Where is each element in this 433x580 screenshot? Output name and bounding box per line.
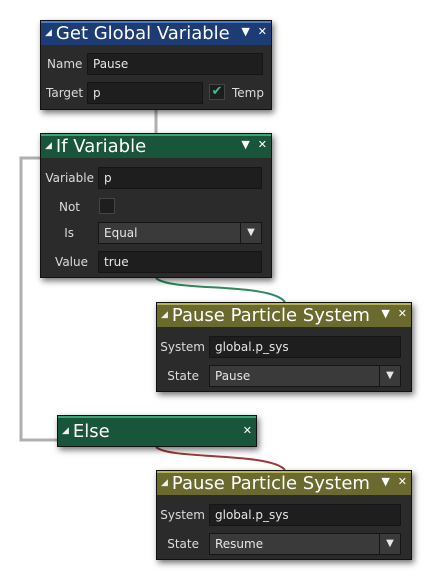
close-icon[interactable]: ✕ [397,307,407,320]
collapse-icon[interactable]: ◢ [45,141,52,151]
dropdown-arrow-icon[interactable]: ▼ [240,223,261,243]
not-checkbox[interactable] [99,198,115,214]
pause-particle-system-node-2[interactable]: ◢ Pause Particle System ▼ ✕ System globa… [156,470,412,560]
state-dropdown-value: Pause [215,369,251,383]
if-variable-node[interactable]: ◢ If Variable ▼ ✕ Variable p Not Is Equa… [40,133,272,278]
temp-checkbox[interactable]: ✔ [209,84,225,100]
value-field[interactable]: true [98,251,262,273]
name-field[interactable]: Pause [87,53,263,75]
temp-label: Temp [232,86,264,100]
state-dropdown[interactable]: Pause ▼ [209,365,401,387]
target-field[interactable]: p [87,82,203,104]
is-dropdown[interactable]: Equal ▼ [98,222,262,244]
node-title: Else [72,420,110,442]
pause-particle-system-node-1[interactable]: ◢ Pause Particle System ▼ ✕ System globa… [156,302,412,392]
node-header[interactable]: ◢ Else ✕ [58,416,256,446]
collapse-icon[interactable]: ◢ [62,426,69,436]
node-title: Get Global Variable [55,22,230,44]
menu-icon[interactable]: ▼ [381,307,390,320]
menu-icon[interactable]: ▼ [381,475,390,488]
collapse-icon[interactable]: ◢ [161,310,168,320]
node-header[interactable]: ◢ Pause Particle System ▼ ✕ [157,303,411,327]
get-global-variable-node[interactable]: ◢ Get Global Variable ▼ ✕ Name Pause Tar… [40,20,272,110]
wire-else-to-pause2 [155,446,286,471]
variable-field[interactable]: p [98,167,262,189]
close-icon[interactable]: ✕ [242,424,252,437]
system-label: System [160,340,205,354]
dropdown-arrow-icon[interactable]: ▼ [379,366,400,386]
dropdown-arrow-icon[interactable]: ▼ [379,534,400,554]
state-dropdown-value: Resume [215,537,264,551]
state-label: State [167,369,199,383]
not-label: Not [58,200,80,214]
close-icon[interactable]: ✕ [257,25,267,38]
is-label: Is [64,226,74,240]
node-title: Pause Particle System [171,304,370,326]
node-title: If Variable [55,135,147,157]
node-header[interactable]: ◢ Pause Particle System ▼ ✕ [157,471,411,495]
value-label: Value [55,255,88,269]
node-header[interactable]: ◢ Get Global Variable ▼ ✕ [41,21,271,45]
else-node[interactable]: ◢ Else ✕ [57,415,257,447]
collapse-icon[interactable]: ◢ [45,28,52,38]
node-title: Pause Particle System [171,472,370,494]
menu-icon[interactable]: ▼ [241,25,250,38]
collapse-icon[interactable]: ◢ [161,478,168,488]
close-icon[interactable]: ✕ [397,475,407,488]
system-label: System [160,508,205,522]
variable-label: Variable [45,171,94,185]
close-icon[interactable]: ✕ [257,138,267,151]
is-dropdown-value: Equal [104,226,138,240]
state-dropdown[interactable]: Resume ▼ [209,533,401,555]
name-label: Name [47,57,83,71]
state-label: State [167,537,199,551]
target-label: Target [46,86,84,100]
menu-icon[interactable]: ▼ [241,138,250,151]
node-header[interactable]: ◢ If Variable ▼ ✕ [41,134,271,158]
wire-if-to-pause1 [155,277,286,303]
system-field[interactable]: global.p_sys [209,504,401,526]
system-field[interactable]: global.p_sys [209,336,401,358]
